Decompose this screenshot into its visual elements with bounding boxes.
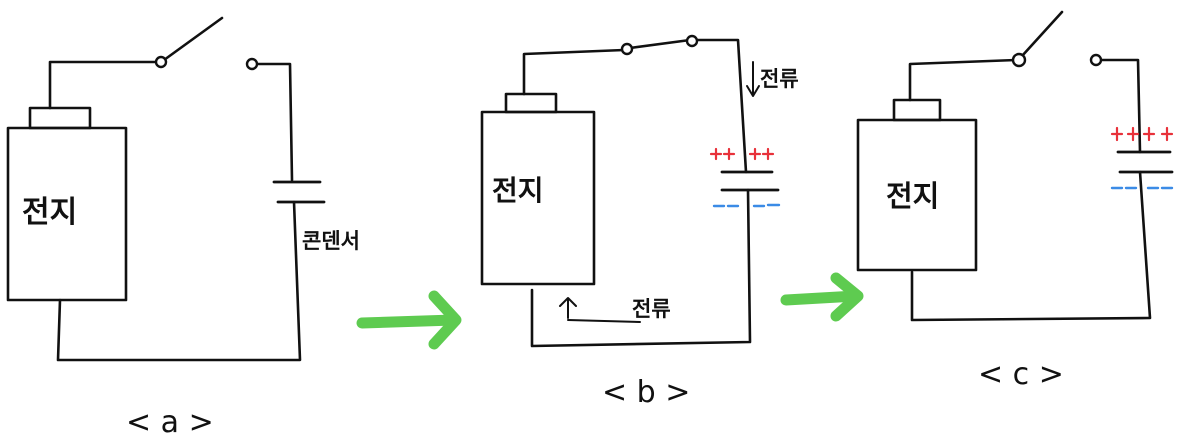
arrow-head: [830, 272, 864, 322]
battery-label: 전지: [886, 179, 939, 213]
wire-right-top: [1098, 58, 1142, 154]
arrow-shaft: [356, 314, 460, 329]
battery-label: 전지: [22, 195, 77, 230]
arrow-head: [428, 290, 462, 350]
current-arrow-head: [746, 85, 760, 97]
battery-b: 전지: [480, 92, 596, 286]
wire-top-left: [908, 58, 1018, 102]
switch-contact-left: [1011, 52, 1027, 68]
arrow-right-2: [780, 272, 864, 322]
switch-contact-left: [154, 55, 168, 69]
wire-bottom: [910, 170, 1152, 322]
panel-c: 전지 < c >: [856, 10, 1174, 392]
arrow-right-1: [356, 290, 462, 350]
positive-charges: [1110, 126, 1174, 142]
switch-contact-right: [1089, 53, 1103, 67]
battery-terminal: [892, 98, 942, 122]
positive-charges: [709, 147, 775, 161]
battery-terminal: [28, 106, 92, 130]
wire-right-top: [254, 62, 294, 182]
wires-b: [522, 34, 752, 348]
switch-contact-left: [620, 42, 634, 56]
wire-bottom: [56, 200, 302, 362]
switch-lever: [162, 16, 224, 62]
battery-terminal: [504, 92, 558, 114]
negative-charges: [712, 203, 781, 208]
current-label-bottom: 전류: [632, 297, 671, 321]
panel-a: 전지 콘덴서 < a >: [6, 16, 360, 440]
switch-contact-right: [685, 34, 699, 48]
battery-a: 전지: [6, 106, 128, 302]
battery-c: 전지: [856, 98, 978, 272]
wire-top-right: [628, 38, 748, 174]
current-arrow-top: 전류: [746, 61, 799, 97]
current-arrow: [559, 297, 641, 323]
panel-b: 전지 전류 전류: [480, 34, 799, 410]
capacitor-label: 콘덴서: [302, 229, 360, 253]
capacitor-c: [1110, 126, 1174, 190]
caption-c: < c >: [978, 357, 1064, 392]
capacitor-b: [709, 147, 781, 208]
wire-top-left: [522, 48, 626, 96]
arrow-shaft: [780, 290, 862, 306]
battery-label: 전지: [492, 174, 544, 207]
current-label-top: 전류: [760, 67, 799, 91]
caption-a: < a >: [126, 405, 214, 440]
wire-bottom: [530, 188, 752, 348]
wire-top-left: [48, 60, 160, 110]
switch-contact-right: [245, 57, 259, 71]
wires-c: [908, 10, 1152, 322]
capacitor-a: 콘덴서: [272, 180, 360, 253]
caption-b: < b >: [602, 375, 690, 410]
wires-a: [48, 16, 302, 362]
current-arrow-bottom: 전류: [559, 297, 671, 323]
switch-lever: [1020, 10, 1064, 58]
